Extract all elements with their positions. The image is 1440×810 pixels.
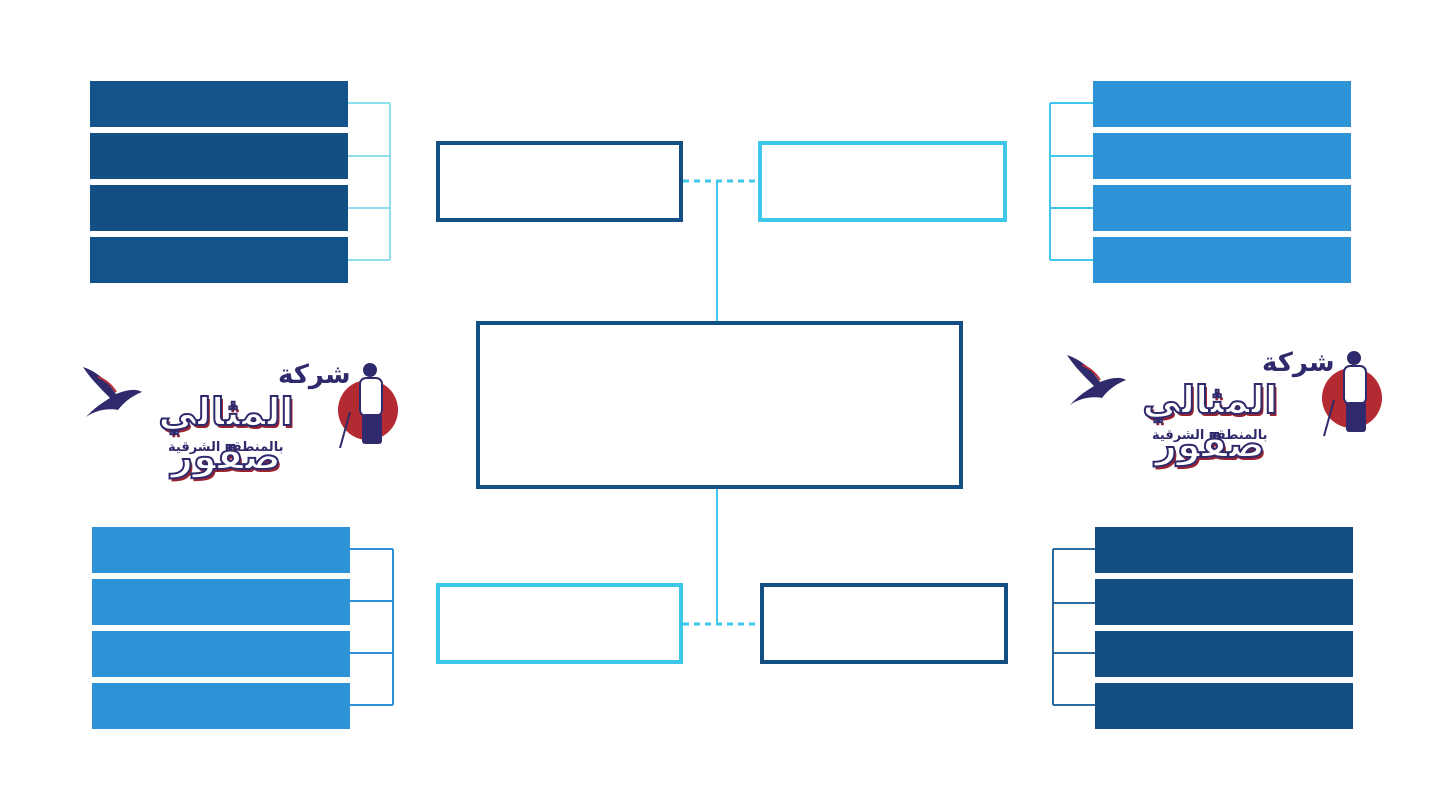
slot-bottom-left-4 — [92, 683, 350, 729]
slot-top-left-2 — [90, 133, 348, 179]
slot-top-right-4 — [1093, 237, 1351, 283]
connector-top-right — [1049, 102, 1093, 261]
slot-bottom-right-2 — [1095, 579, 1353, 625]
semifinal-box-bottom-right — [760, 583, 1008, 664]
slot-bottom-left-3 — [92, 631, 350, 677]
slot-bottom-left-1 — [92, 527, 350, 573]
slot-top-right-2 — [1093, 133, 1351, 179]
logo-sub-text: بالمنطقة الشرقية — [168, 440, 284, 455]
eagle-icon — [1067, 355, 1126, 405]
slot-top-left-3 — [90, 185, 348, 231]
semifinal-box-top-left — [436, 141, 683, 222]
golfer-icon — [338, 363, 398, 449]
slot-top-right-3 — [1093, 185, 1351, 231]
logo-graphic — [1067, 351, 1382, 437]
semifinal-box-top-right — [758, 141, 1007, 222]
slot-bottom-right-3 — [1095, 631, 1353, 677]
slot-bottom-right-4 — [1095, 683, 1353, 729]
eagle-icon — [83, 367, 142, 417]
logo-graphic — [83, 363, 398, 449]
connector-top-left — [347, 102, 391, 261]
connector-bottom-right — [1052, 548, 1095, 706]
logo-top-text: شركة — [278, 360, 351, 390]
company-logo-right: شركة المثالي صقور بالمنطقة الشرقية — [1062, 348, 1392, 467]
slot-bottom-left-2 — [92, 579, 350, 625]
final-box — [476, 321, 963, 489]
logo-sub-text: بالمنطقة الشرقية — [1152, 428, 1268, 443]
logo-top-text: شركة — [1262, 348, 1335, 378]
slot-top-left-4 — [90, 237, 348, 283]
logo-main-text: المثالي صقور — [157, 389, 294, 479]
logo-main-text: المثالي صقور — [1141, 377, 1278, 467]
slot-bottom-right-1 — [1095, 527, 1353, 573]
golfer-icon — [1322, 351, 1382, 437]
company-logo-left: شركة المثالي صقور بالمنطقة الشرقية — [78, 360, 408, 479]
connector-bottom-left — [349, 548, 394, 706]
slot-top-right-1 — [1093, 81, 1351, 127]
semifinal-box-bottom-left — [436, 583, 683, 664]
slot-top-left-1 — [90, 81, 348, 127]
